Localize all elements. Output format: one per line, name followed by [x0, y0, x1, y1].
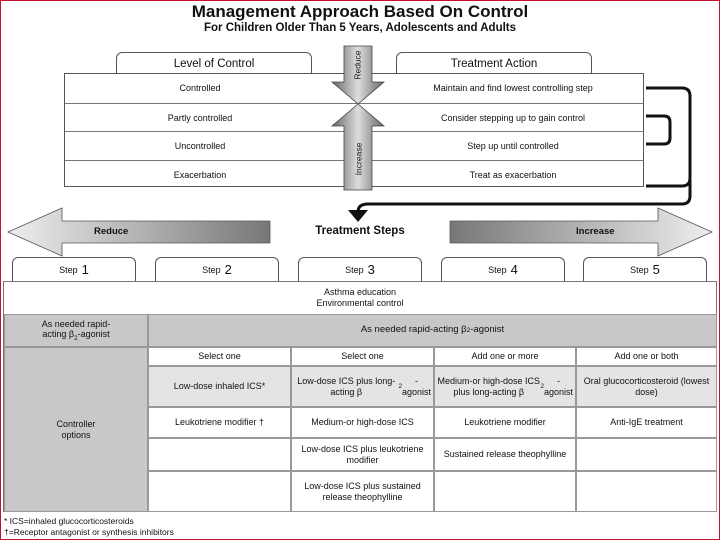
footnote: * ICS=inhaled glucocorticosteroids	[4, 516, 134, 526]
step-label: Step	[630, 264, 649, 275]
page-title: Management Approach Based On Control	[191, 2, 529, 21]
option-cell: Medium-or high-dose ICS	[291, 407, 434, 438]
option-cell-empty	[576, 471, 717, 512]
rescue-left-cell: As needed rapid- acting β2-agonist	[4, 314, 148, 347]
option-cell-empty	[148, 471, 291, 512]
option-cell: Low-dose ICS plus leukotriene modifier	[291, 438, 434, 471]
controller-line-2: options	[61, 429, 91, 440]
option-cell: Anti-IgE treatment	[576, 407, 717, 438]
step-number: 2	[224, 262, 232, 277]
reduce-horizontal-label: Reduce	[94, 226, 129, 237]
reduce-vertical-label: Reduce	[353, 50, 363, 80]
option-cell-empty	[434, 471, 576, 512]
option-cell-empty	[148, 438, 291, 471]
step-number: 4	[510, 262, 518, 277]
step-number: 5	[652, 262, 660, 277]
control-action-cell: Consider stepping up to gain control	[440, 112, 586, 123]
level-of-control-header: Level of Control	[116, 52, 312, 74]
step-label: Step	[59, 264, 78, 275]
step-number: 3	[367, 262, 375, 277]
select-header: Select one	[291, 347, 434, 366]
education-row: Asthma education Environmental control	[4, 282, 716, 314]
education-line-2: Environmental control	[316, 298, 404, 308]
control-action-cell: Maintain and find lowest controlling ste…	[433, 83, 593, 94]
increase-vertical-label-wrap: Increase	[343, 136, 373, 182]
rescue-left-line-2: acting β2-agonist	[42, 329, 110, 342]
option-cell: Leukotriene modifier †	[148, 407, 291, 438]
option-cell: Low-dose inhaled ICS*	[148, 366, 291, 407]
education-line-1: Asthma education	[323, 287, 397, 298]
option-cell: Sustained release theophylline	[434, 438, 576, 471]
footnote: †=Receptor antagonist or synthesis inhib…	[4, 527, 174, 537]
treatment-steps-label: Treatment Steps	[315, 225, 405, 237]
controller-line-1: Controller	[56, 419, 96, 430]
increase-horizontal-label: Increase	[576, 226, 615, 237]
option-cell: Oral glucocorticosteroid (lowest dose)	[576, 366, 717, 407]
select-header: Add one or more	[434, 347, 576, 366]
option-cell-empty	[576, 438, 717, 471]
step-number: 1	[81, 262, 89, 277]
controller-options-cell: Controller options	[4, 347, 148, 512]
control-row: Controlled Maintain and find lowest cont…	[65, 74, 643, 103]
select-header: Add one or both	[576, 347, 717, 366]
control-level-cell: Controlled	[179, 83, 221, 94]
option-cell: Leukotriene modifier	[434, 407, 576, 438]
option-cell: Low-dose ICS plus sustained release theo…	[291, 471, 434, 512]
page-subtitle: For Children Older Than 5 Years, Adolesc…	[203, 22, 517, 34]
step-label: Step	[345, 264, 364, 275]
control-row: Partly controlled Consider stepping up t…	[65, 102, 643, 133]
step-label: Step	[202, 264, 221, 275]
select-header: Select one	[148, 347, 291, 366]
control-level-cell: Partly controlled	[167, 112, 233, 123]
step-label: Step	[488, 264, 507, 275]
control-action-cell: Treat as exacerbation	[469, 169, 557, 180]
increase-vertical-label: Increase	[353, 142, 364, 176]
control-action-cell: Step up until controlled	[467, 141, 559, 152]
treatment-action-header: Treatment Action	[396, 52, 592, 74]
option-cell: Medium-or high-dose ICS plus long-acting…	[434, 366, 576, 407]
reduce-vertical-label-wrap: Reduce	[343, 48, 373, 82]
rescue-left-line-1: As needed rapid-	[41, 318, 111, 329]
control-level-cell: Uncontrolled	[174, 141, 226, 152]
control-level-cell: Exacerbation	[173, 169, 227, 180]
